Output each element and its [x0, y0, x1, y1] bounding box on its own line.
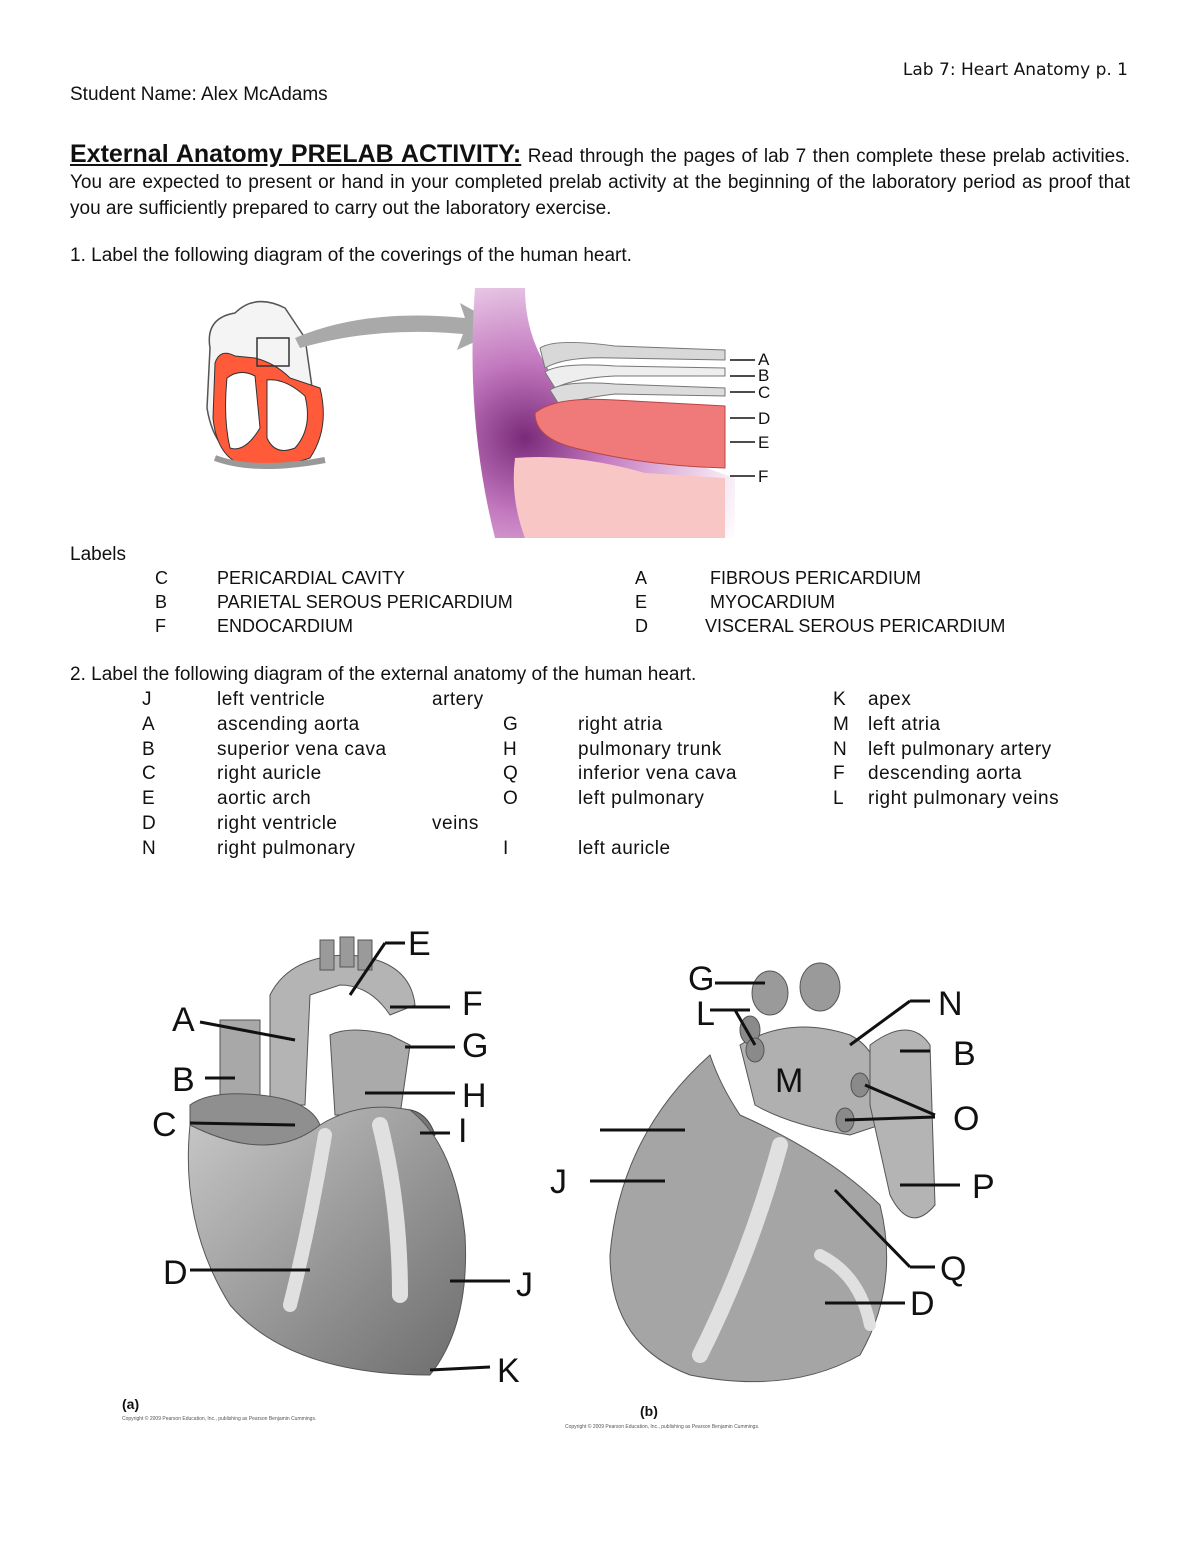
- q2-cell: descending aorta: [868, 763, 1022, 785]
- fig-b-label-Q: Q: [940, 1250, 967, 1288]
- fig-a-label-H: H: [462, 1077, 487, 1115]
- q1-cell-l1: C: [155, 568, 168, 588]
- q2-cell: right atria: [578, 713, 663, 735]
- fig-a-label-D: D: [163, 1254, 188, 1292]
- q2-cell: F: [833, 763, 846, 785]
- fig-a-label-C: C: [152, 1106, 177, 1144]
- fig-b-label-G: G: [688, 960, 715, 998]
- fig-a-label-E: E: [408, 925, 431, 963]
- heart-posterior-diagram: [590, 962, 960, 1383]
- fig-a-caption: (a): [122, 1396, 140, 1412]
- q2-cell: left auricle: [578, 837, 671, 859]
- q2-cell: O: [503, 788, 519, 810]
- q2-cell: N: [833, 738, 848, 760]
- question-2-prompt: 2. Label the following diagram of the ex…: [70, 664, 697, 685]
- fig-a-label-G: G: [462, 1027, 489, 1065]
- fig-b-caption: (b): [640, 1403, 658, 1419]
- fig-a-label-K: K: [497, 1352, 520, 1390]
- q2-cell: B: [142, 738, 156, 760]
- q2-cell: A: [142, 713, 156, 735]
- labels-heading: Labels: [70, 544, 126, 565]
- q2-cell: left pulmonary: [578, 788, 705, 810]
- q1-cell-t2: MYOCARDIUM: [710, 592, 835, 612]
- q1-cell-l2: D: [635, 616, 648, 636]
- q2-cell: left atria: [868, 713, 941, 735]
- page-header: Lab 7: Heart Anatomy p. 1: [902, 60, 1128, 80]
- q2-cell: H: [503, 738, 518, 760]
- q2-cell: superior vena cava: [217, 738, 387, 760]
- coverings-letter-labels: [730, 359, 755, 477]
- q1-cell-l1: F: [155, 616, 166, 636]
- coverings-label-C: C: [758, 383, 771, 402]
- heart-anterior-diagram: [187, 936, 510, 1376]
- q1-cell-t2: FIBROUS PERICARDIUM: [710, 568, 922, 588]
- q1-cell-t1: ENDOCARDIUM: [217, 616, 354, 636]
- coverings-label-F: F: [758, 467, 769, 486]
- fig-a-label-B: B: [172, 1061, 195, 1099]
- fig-a-copyright: Copyright © 2009 Pearson Education, Inc.…: [122, 1416, 317, 1422]
- intro-title: External Anatomy PRELAB ACTIVITY:: [70, 140, 522, 168]
- fig-b-label-M: M: [775, 1062, 804, 1100]
- q2-cell: I: [503, 837, 509, 859]
- fig-a-label-F: F: [462, 985, 483, 1023]
- q2-cell: artery: [432, 689, 484, 710]
- coverings-label-B: B: [758, 366, 770, 385]
- q1-cell-t1: PARIETAL SEROUS PERICARDIUM: [217, 592, 513, 612]
- intro-paragraph: External Anatomy PRELAB ACTIVITY: Read t…: [70, 141, 1130, 222]
- coverings-label-E: E: [758, 433, 770, 452]
- q2-cell: right ventricle: [217, 813, 338, 834]
- fig-b-label-N: N: [938, 985, 963, 1023]
- fig-a-leader-lines: [189, 941, 510, 1372]
- fig-b-leader-lines: [590, 981, 960, 1305]
- heart-coverings-diagram: [206, 288, 755, 538]
- fig-b-label-L: L: [696, 995, 715, 1033]
- q2-cell: D: [142, 813, 157, 834]
- q2-cell: G: [503, 713, 519, 735]
- q1-cell-t2: VISCERAL SEROUS PERICARDIUM: [705, 616, 1006, 636]
- q1-cell-t1: PERICARDIAL CAVITY: [217, 568, 406, 588]
- intro-text: Read through the pages of lab 7 then com…: [70, 146, 1130, 219]
- question-1-prompt: 1. Label the following diagram of the co…: [70, 245, 632, 266]
- q2-cell: right pulmonary: [217, 837, 356, 859]
- magnified-pericardium: [472, 288, 735, 538]
- q2-cell: M: [833, 713, 850, 735]
- zoom-arrow: [295, 303, 505, 350]
- q2-cell: right auricle: [217, 763, 322, 785]
- fig-a-label-I: I: [458, 1112, 468, 1150]
- q1-cell-l2: A: [635, 568, 648, 588]
- q2-cell: ascending aorta: [217, 713, 360, 735]
- q2-cell: Q: [503, 763, 519, 785]
- q2-cell: aortic arch: [217, 788, 312, 810]
- q2-cell: left ventricle: [217, 689, 326, 710]
- fig-a-label-A: A: [172, 1001, 195, 1039]
- fig-b-label-J: J: [550, 1163, 567, 1201]
- fig-b-label-D: D: [910, 1285, 935, 1323]
- q2-cell: K: [833, 689, 847, 710]
- fig-b-label-O: O: [953, 1100, 980, 1138]
- fig-a-label-J: J: [516, 1266, 533, 1304]
- q2-cell: C: [142, 763, 157, 785]
- q2-cell: pulmonary trunk: [578, 738, 722, 760]
- q1-cell-l2: E: [635, 592, 648, 612]
- q2-cell: N: [142, 837, 157, 859]
- fig-b-copyright: Copyright © 2009 Pearson Education, Inc.…: [565, 1424, 760, 1430]
- coverings-label-D: D: [758, 409, 771, 428]
- small-heart-illustration: [206, 300, 326, 470]
- fig-b-label-P: P: [972, 1168, 995, 1206]
- q2-cell: E: [142, 788, 156, 810]
- q2-cell: left pulmonary artery: [868, 738, 1052, 760]
- q2-cell: right pulmonary veins: [868, 788, 1060, 810]
- q2-cell: apex: [868, 689, 912, 710]
- q2-cell: veins: [432, 813, 479, 834]
- coverings-label-A: A: [758, 350, 770, 369]
- student-name: Student Name: Alex McAdams: [70, 84, 328, 105]
- q2-cell: L: [833, 788, 845, 810]
- q2-cell: J: [142, 689, 152, 710]
- q1-cell-l1: B: [155, 592, 168, 612]
- q2-cell: inferior vena cava: [578, 763, 737, 785]
- fig-b-label-B: B: [953, 1035, 976, 1073]
